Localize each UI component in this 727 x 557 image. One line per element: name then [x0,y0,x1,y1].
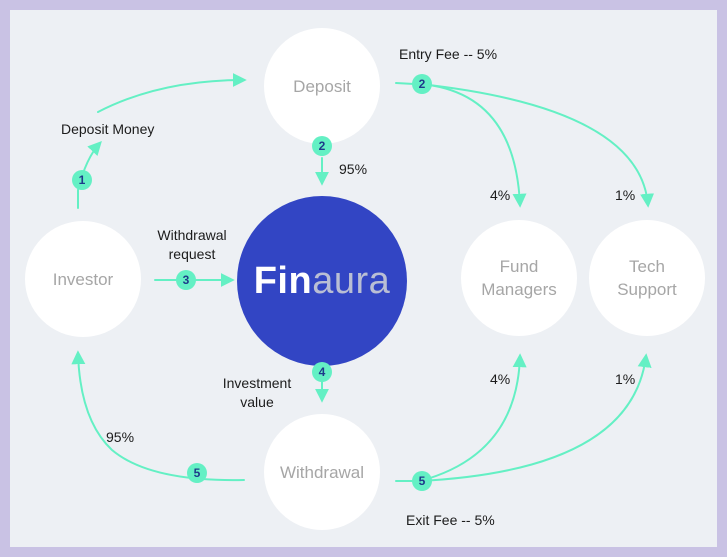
arrow-money-to-deposit [97,73,247,113]
arrow-withdrawal-to-investor [71,350,245,482]
exit-fund-managers-pct: 4% [490,371,511,387]
step-badge-deposit-money: 1 [72,170,92,190]
arrow-entry-start [395,82,415,85]
arrow-exit-to-tech-support [419,353,652,482]
brand-bold: Fin [253,259,313,302]
investor-95-label: 95% [106,429,135,445]
tech-support-node: Tech Support [589,220,705,336]
deposit-node: Deposit [264,28,380,144]
step-badge-exit-fee: 5 [412,471,432,491]
step-badge-deposit-to-finaura: 2 [312,136,332,156]
arrow-entry-to-tech-support [419,83,655,208]
tech-support-label: Tech Support [617,257,677,299]
fund-managers-label: Fund Managers [481,257,557,299]
finaura-node: Finaura [237,196,407,366]
investor-node: Investor [25,221,141,337]
withdrawal-label: Withdrawal [279,462,365,482]
brand-light: aura [312,259,391,302]
entry-fee-label: Entry Fee -- 5% [399,46,498,62]
entry-tech-support-pct: 1% [615,187,636,203]
withdrawal-request-label: Withdrawal request [157,227,227,262]
withdrawal-node: Withdrawal [264,414,380,530]
arrow-investor-to-money [77,140,102,209]
fund-managers-node: Fund Managers [461,220,577,336]
exit-fee-label: Exit Fee -- 5% [406,512,495,528]
step-badge-entry-fee: 2 [412,74,432,94]
investor-label: Investor [52,269,114,289]
investment-value-label: Investment value [222,375,292,410]
deposit-money-label: Deposit Money [61,121,155,137]
step-badge-withdrawal-request: 3 [176,270,196,290]
step-badge-to-investor: 5 [187,463,207,483]
deposit-label: Deposit [293,76,351,96]
finaura-logo: Finaura [254,262,391,300]
arrow-exit-to-fund-managers [419,353,527,482]
step-badge-investment-value: 4 [312,362,332,382]
entry-fund-managers-pct: 4% [490,187,511,203]
exit-tech-support-pct: 1% [615,371,636,387]
deposit-95-label: 95% [339,161,368,177]
